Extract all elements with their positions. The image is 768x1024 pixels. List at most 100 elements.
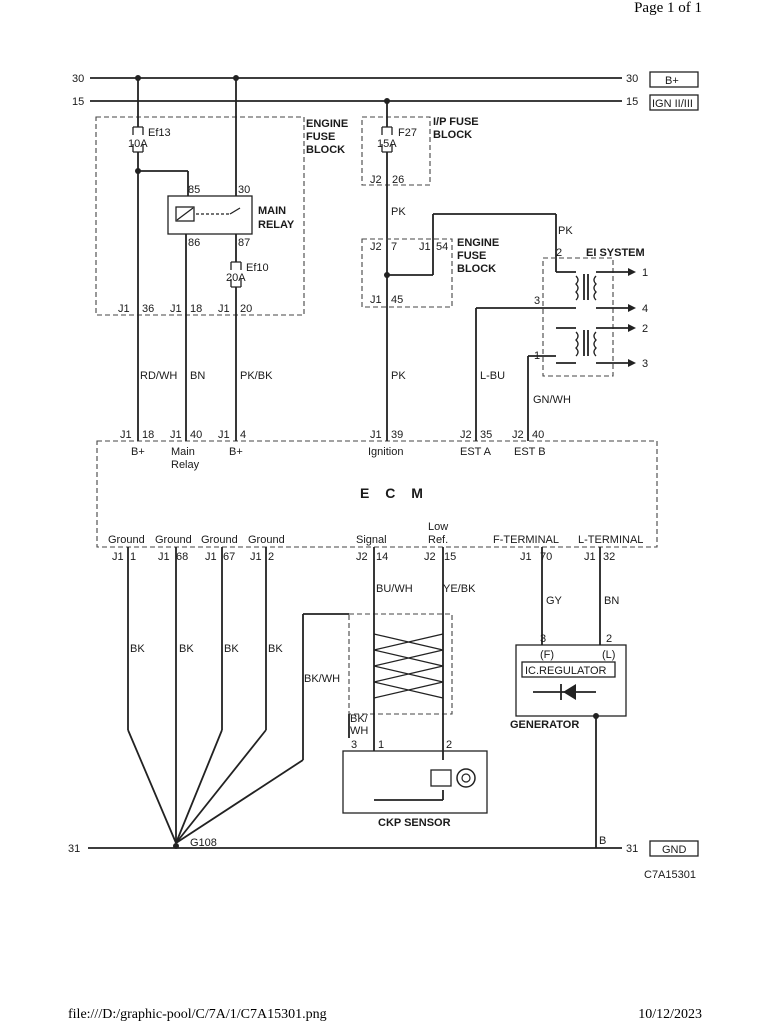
svg-text:Low: Low: [428, 521, 448, 533]
svg-text:31: 31: [68, 843, 80, 855]
svg-text:J1: J1: [250, 551, 262, 563]
svg-text:20A: 20A: [226, 272, 246, 284]
svg-text:(F): (F): [540, 649, 554, 661]
wire-gnwh: GN/WH: [533, 394, 571, 406]
svg-text:35: 35: [480, 429, 492, 441]
svg-text:4: 4: [240, 429, 246, 441]
svg-text:RELAY: RELAY: [258, 219, 295, 231]
svg-text:J2: J2: [512, 429, 524, 441]
svg-text:J1: J1: [112, 551, 124, 563]
svg-text:86: 86: [188, 237, 200, 249]
svg-text:15A: 15A: [377, 138, 397, 150]
svg-text:F27: F27: [398, 127, 417, 139]
rail-15: 15 15 IGN II/III: [72, 94, 699, 111]
generator: GY BN 3 2 (F) (L) IC.REGULATOR GENERATOR…: [510, 547, 627, 848]
svg-text:18: 18: [190, 303, 202, 315]
svg-text:FUSE: FUSE: [306, 131, 335, 143]
ground-g108: G108: [190, 837, 217, 849]
ckp-sensor: BU/WH YE/BK BK/ WH 3 1 2 CKP SENSOR: [342, 547, 488, 829]
svg-text:MAIN: MAIN: [258, 205, 286, 217]
ground-wires: BK BK BK BK BK/WH G108: [127, 547, 349, 849]
svg-text:Signal: Signal: [356, 534, 387, 546]
svg-text:Ground: Ground: [201, 534, 238, 546]
svg-text:YE/BK: YE/BK: [443, 583, 476, 595]
svg-text:30: 30: [72, 73, 84, 85]
engine-fuse-block-2: ENGINE FUSE BLOCK J2 7 J1 54 J1 45: [361, 213, 556, 308]
svg-text:14: 14: [376, 551, 388, 563]
svg-text:Ignition: Ignition: [368, 446, 403, 458]
svg-text:26: 26: [392, 174, 404, 186]
svg-text:Main: Main: [171, 446, 195, 458]
svg-text:J1: J1: [170, 303, 182, 315]
svg-text:18: 18: [142, 429, 154, 441]
svg-text:BK: BK: [130, 643, 145, 655]
svg-text:E C M: E C M: [360, 485, 429, 501]
svg-text:J1: J1: [370, 294, 382, 306]
svg-text:J1: J1: [120, 429, 132, 441]
svg-text:40: 40: [532, 429, 544, 441]
svg-text:36: 36: [142, 303, 154, 315]
wire-pk-2: PK: [391, 370, 406, 382]
wire-rdwh: RD/WH: [140, 370, 177, 382]
svg-text:1: 1: [642, 267, 648, 279]
svg-text:Ref.: Ref.: [428, 534, 448, 546]
page-header: Page 1 of 1: [634, 0, 702, 16]
svg-text:ENGINE: ENGINE: [457, 237, 499, 249]
svg-text:20: 20: [240, 303, 252, 315]
svg-text:IGN II/III: IGN II/III: [652, 98, 693, 110]
svg-text:BLOCK: BLOCK: [306, 144, 345, 156]
footer-path: file:///D:/graphic-pool/C/7A/1/C7A15301.…: [68, 1007, 327, 1022]
svg-text:10A: 10A: [128, 138, 148, 150]
svg-text:GND: GND: [662, 844, 687, 856]
svg-text:B: B: [599, 835, 606, 847]
svg-text:15: 15: [444, 551, 456, 563]
svg-text:J2: J2: [356, 551, 368, 563]
svg-text:7: 7: [391, 241, 397, 253]
svg-text:Ef13: Ef13: [148, 127, 171, 139]
svg-text:1: 1: [378, 739, 384, 751]
svg-text:FUSE: FUSE: [457, 250, 486, 262]
engine-fuse-block-1: ENGINE FUSE BLOCK Ef13 10A 85 30 86 87 M…: [95, 78, 348, 426]
svg-text:68: 68: [176, 551, 188, 563]
svg-text:3: 3: [534, 295, 540, 307]
svg-text:Ground: Ground: [108, 534, 145, 546]
svg-text:70: 70: [540, 551, 552, 563]
svg-text:J1: J1: [218, 303, 230, 315]
svg-text:(L): (L): [602, 649, 615, 661]
svg-text:BK/WH: BK/WH: [304, 673, 340, 685]
wire-bn: BN: [190, 370, 205, 382]
svg-text:3: 3: [642, 358, 648, 370]
main-relay: [167, 195, 253, 235]
svg-text:54: 54: [436, 241, 448, 253]
svg-text:3: 3: [351, 739, 357, 751]
svg-text:B+: B+: [131, 446, 145, 458]
svg-text:30: 30: [238, 184, 250, 196]
svg-text:67: 67: [223, 551, 235, 563]
svg-text:ENGINE: ENGINE: [306, 118, 348, 130]
svg-text:BK: BK: [224, 643, 239, 655]
svg-text:J2: J2: [424, 551, 436, 563]
svg-text:J2: J2: [370, 174, 382, 186]
wire-pk-3: PK: [558, 225, 573, 237]
svg-text:2: 2: [556, 247, 562, 259]
svg-text:Ef10: Ef10: [246, 262, 269, 274]
svg-text:85: 85: [188, 184, 200, 196]
svg-text:15: 15: [72, 96, 84, 108]
ei-system: EI SYSTEM 2 3 1 1 4 2 3: [534, 247, 648, 377]
wire-pkbk: PK/BK: [240, 370, 273, 382]
wire-lbu: L-BU: [480, 370, 505, 382]
svg-text:J1: J1: [118, 303, 130, 315]
svg-text:Ground: Ground: [155, 534, 192, 546]
svg-text:31: 31: [626, 843, 638, 855]
svg-text:45: 45: [391, 294, 403, 306]
svg-text:L-TERMINAL: L-TERMINAL: [578, 534, 643, 546]
svg-text:GY: GY: [546, 595, 563, 607]
diagram-code: C7A15301: [644, 869, 696, 881]
svg-text:2: 2: [446, 739, 452, 751]
svg-text:GENERATOR: GENERATOR: [510, 719, 579, 731]
svg-text:J1: J1: [370, 429, 382, 441]
svg-text:BK/: BK/: [350, 713, 369, 725]
svg-text:WH: WH: [350, 725, 368, 737]
svg-text:EST B: EST B: [514, 446, 546, 458]
